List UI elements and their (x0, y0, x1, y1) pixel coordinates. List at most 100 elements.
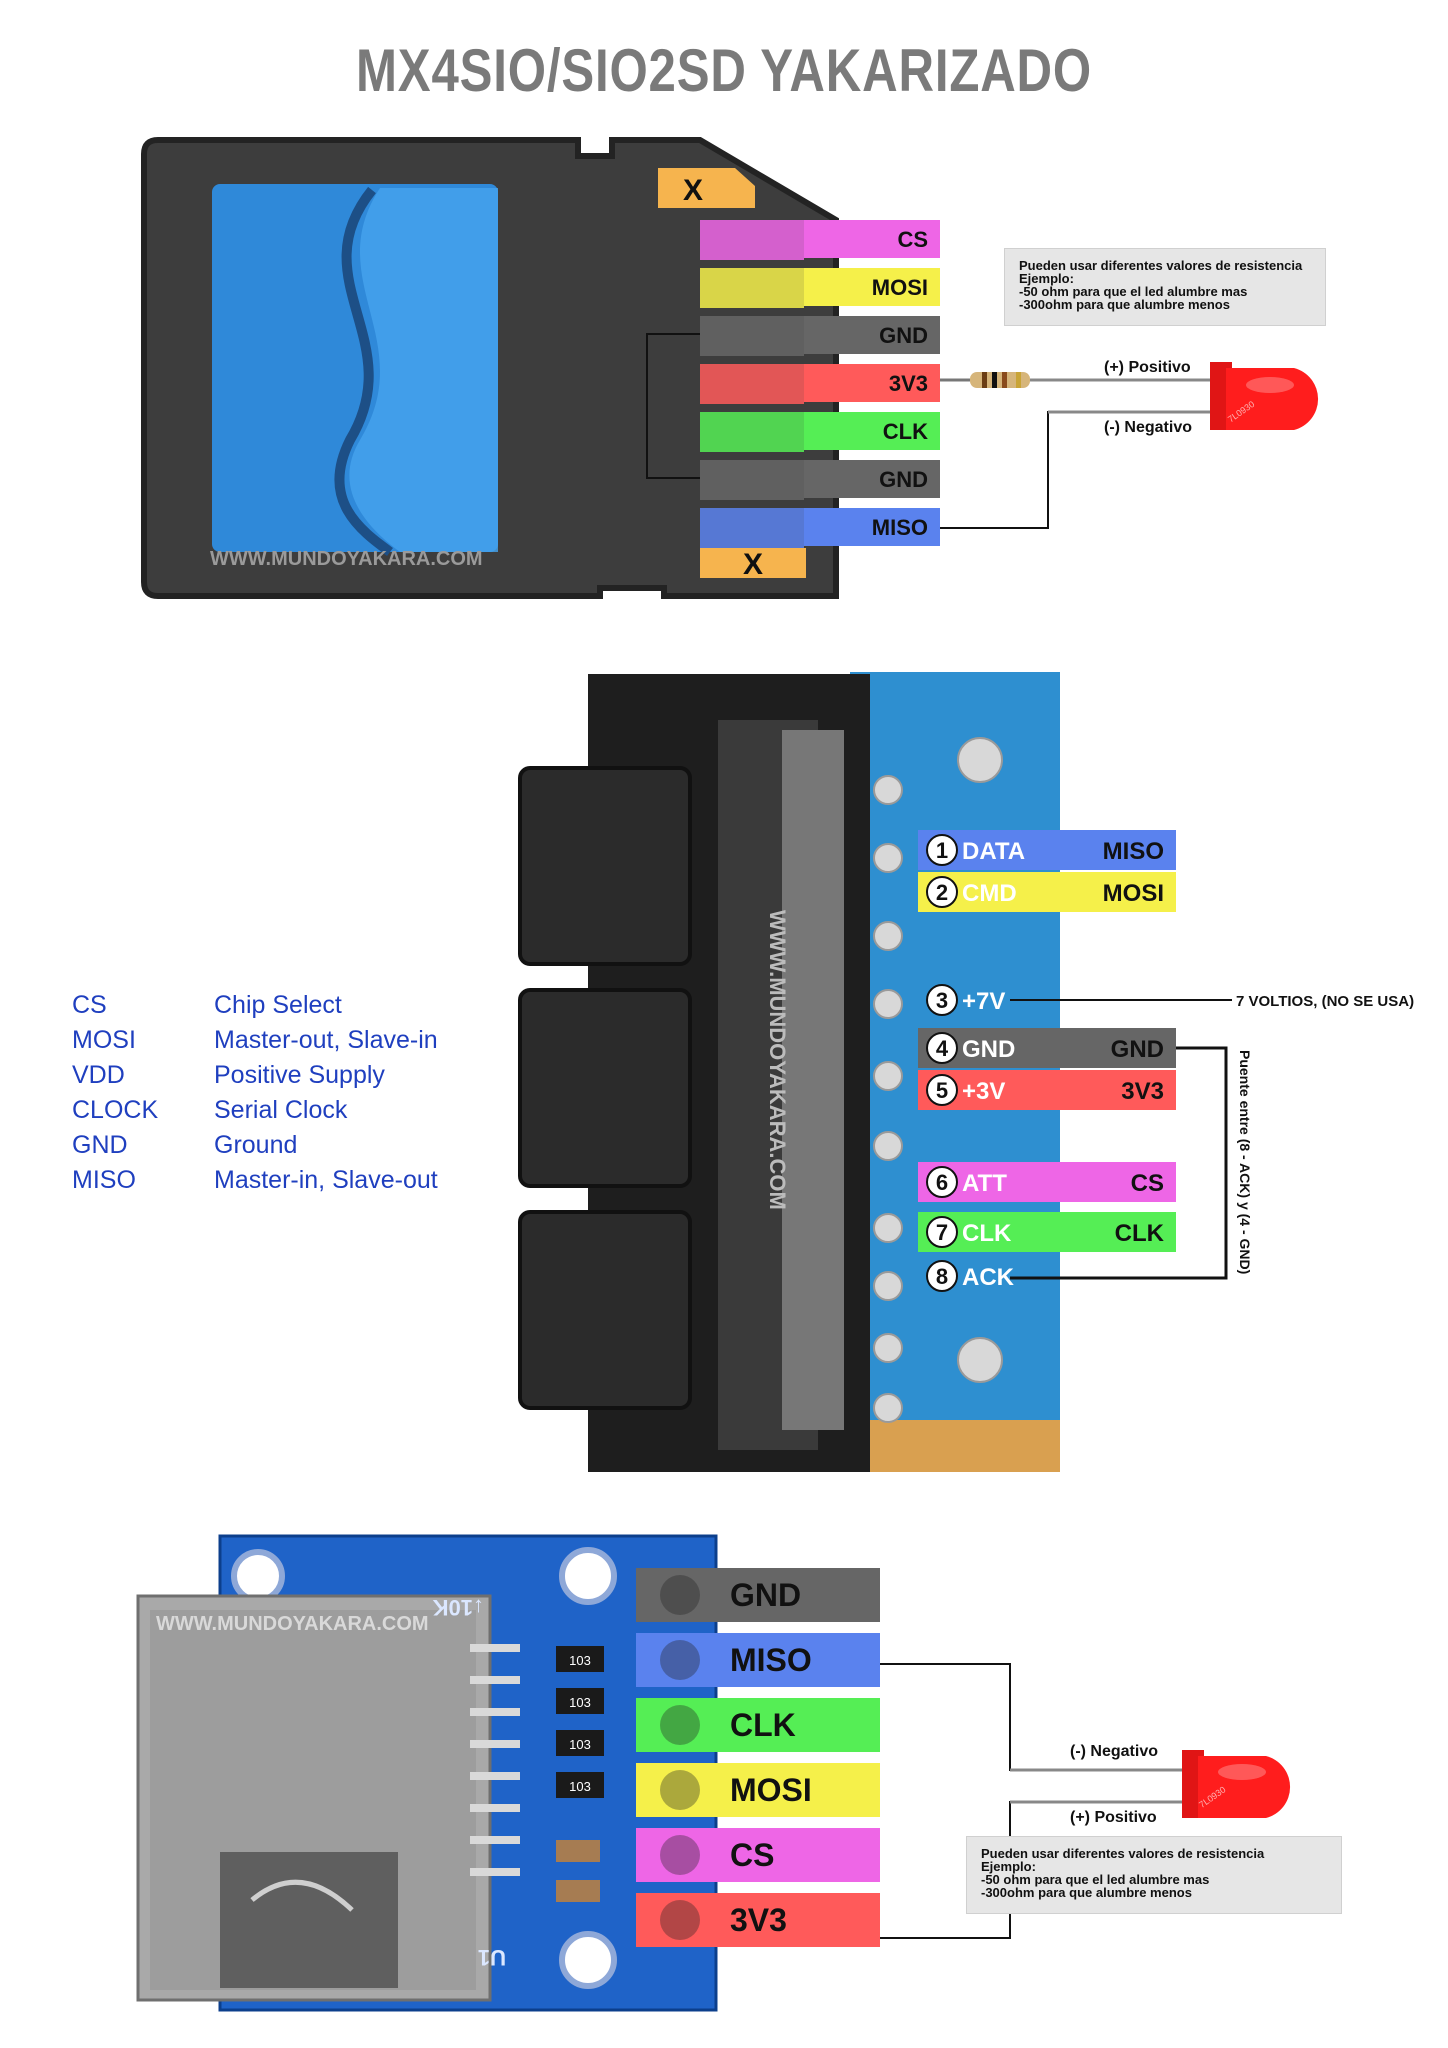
sd-module-pin-label: CS (730, 1837, 774, 1873)
pin-number-icon (926, 834, 958, 866)
sd-module-pin-label: MOSI (730, 1772, 812, 1808)
ps2-pin-number: 7 (936, 1220, 948, 1245)
ps2-pin-signal: CLK (1115, 1220, 1165, 1247)
ps2-pin-name: CMD (962, 880, 1017, 907)
ack-gnd-bridge-wire (1010, 1046, 1228, 1280)
sd-card-contact (700, 508, 804, 548)
svg-text:103: 103 (569, 1779, 591, 1794)
sd-card-pin-label: MISO (872, 515, 928, 540)
ps2-pin-signal: CS (1131, 1170, 1164, 1197)
led-icon: 7L0930 (1210, 362, 1319, 430)
sd-module-pin-label: 3V3 (730, 1902, 787, 1938)
ps2-pin-number: 1 (936, 838, 948, 863)
ps2-pin-band (918, 872, 1176, 912)
ps2-pin-signal: MOSI (1103, 880, 1164, 907)
ps2-pin-band (918, 1028, 1176, 1068)
ps2-pin-number: 4 (936, 1036, 949, 1061)
sd-card-pin-tag (804, 268, 940, 306)
not-connected-mark-bottom: X (743, 548, 763, 581)
resistor-note: Pueden usar diferentes valores de resist… (1004, 248, 1326, 326)
pin-hole-icon (660, 1705, 700, 1745)
sd-card-contact (700, 220, 804, 260)
ps2-pin-number: 2 (936, 880, 948, 905)
svg-text:103: 103 (569, 1653, 591, 1668)
sd-module-pin-tag (636, 1633, 880, 1687)
sd-module-pin-tag (636, 1568, 880, 1622)
sd-module-pin-label: CLK (730, 1707, 796, 1743)
watermark: WWW.MUNDOYAKARA.COM (765, 910, 790, 1210)
ps2-pin-name: ACK (962, 1264, 1015, 1291)
sd-card-contact (700, 460, 804, 500)
led-icon: 7L0930 (1182, 1750, 1291, 1818)
led-positive-label: (+) Positivo (1104, 359, 1191, 376)
ps2-pin-number: 6 (936, 1170, 948, 1195)
page-title: MX4SIO/SIO2SD YAKARIZADO (355, 37, 1092, 104)
pin-hole-icon (660, 1835, 700, 1875)
sd-module-pin-label: MISO (730, 1642, 812, 1678)
ps2-pin-band (918, 1212, 1176, 1252)
ps2-pin-name: +3V (962, 1078, 1005, 1105)
watermark: WWW.MUNDOYAKARA.COM (156, 1613, 429, 1635)
ps2-pin-signal: 3V3 (1121, 1078, 1164, 1105)
ps2-pin-number: 5 (936, 1078, 948, 1103)
pin-number-icon (926, 876, 958, 908)
ps2-port-diagram: WWW.MUNDOYAKARA.COM 1 DATA MISO 2 CMD MOSI 3 +7… (518, 672, 1414, 1472)
sd-module-pin-tag (636, 1893, 880, 1947)
led-negative-label: (-) Negativo (1104, 419, 1192, 436)
silkscreen-u1: U1 (478, 1945, 506, 1970)
sd-module-diagram: WWW.MUNDOYAKARA.COM ↓10K U1 103 103 103 … (136, 1534, 1291, 2012)
ps2-pin-signal: MISO (1103, 838, 1164, 865)
silkscreen-10k: ↓10K (433, 1595, 484, 1620)
pin-hole-icon (660, 1900, 700, 1940)
sd-card-diagram: WWW.MUNDOYAKARA.COM X X CSMOSIGND3V3CLKG… (141, 137, 1319, 599)
sd-card-pin-tag (804, 316, 940, 354)
sd-card-contact (700, 316, 804, 356)
ps2-pin-band (918, 1070, 1176, 1110)
sd-card-pin-label: CS (897, 227, 928, 252)
ps2-pin-band (918, 1162, 1176, 1202)
sd-card-contact (700, 412, 804, 452)
pin-number-icon (926, 1166, 958, 1198)
ps2-pin-name: +7V (962, 988, 1005, 1015)
ps2-pin-name: DATA (962, 838, 1025, 865)
pin-number-icon (926, 984, 958, 1016)
pin-number-icon (926, 1074, 958, 1106)
sd-module-pin-tag (636, 1828, 880, 1882)
sd-card-pin-label: GND (879, 323, 928, 348)
resistor (970, 372, 1030, 388)
ps2-pin-band (918, 830, 1176, 870)
sd-card-pin-label: 3V3 (889, 371, 928, 396)
resistor-note: Pueden usar diferentes valores de resist… (966, 1836, 1342, 1914)
pin-hole-icon (660, 1770, 700, 1810)
sd-module-pin-tag (636, 1763, 880, 1817)
bridge-note: Puente entre (8 - ACK) y (4 - GND) (1237, 1050, 1253, 1274)
svg-text:103: 103 (569, 1737, 591, 1752)
sd-card-pin-tag (804, 412, 940, 450)
sd-card-pin-tag (804, 508, 940, 546)
pin-number-icon (926, 1260, 958, 1292)
sd-card-pin-tag (804, 460, 940, 498)
ps2-pin-name: CLK (962, 1220, 1012, 1247)
led-negative-label: (-) Negativo (1070, 1743, 1158, 1760)
svg-text:103: 103 (569, 1695, 591, 1710)
ps2-pin-number: 8 (936, 1264, 948, 1289)
led-positive-label: (+) Positivo (1070, 1809, 1157, 1826)
sd-module-pin-label: GND (730, 1577, 801, 1613)
smd-resistors: 103 103 103 103 (556, 1646, 604, 1902)
sd-card-pin-tag (804, 364, 940, 402)
watermark: WWW.MUNDOYAKARA.COM (210, 548, 483, 570)
note-7v: 7 VOLTIOS, (NO SE USA) (1236, 993, 1414, 1010)
gnd-bridge-wire (646, 333, 700, 479)
sd-card-contact (700, 364, 804, 404)
sd-card-pin-label: MOSI (872, 275, 928, 300)
pin-number-icon (926, 1032, 958, 1064)
ps2-pin-number: 3 (936, 988, 948, 1013)
pin-number-icon (926, 1216, 958, 1248)
